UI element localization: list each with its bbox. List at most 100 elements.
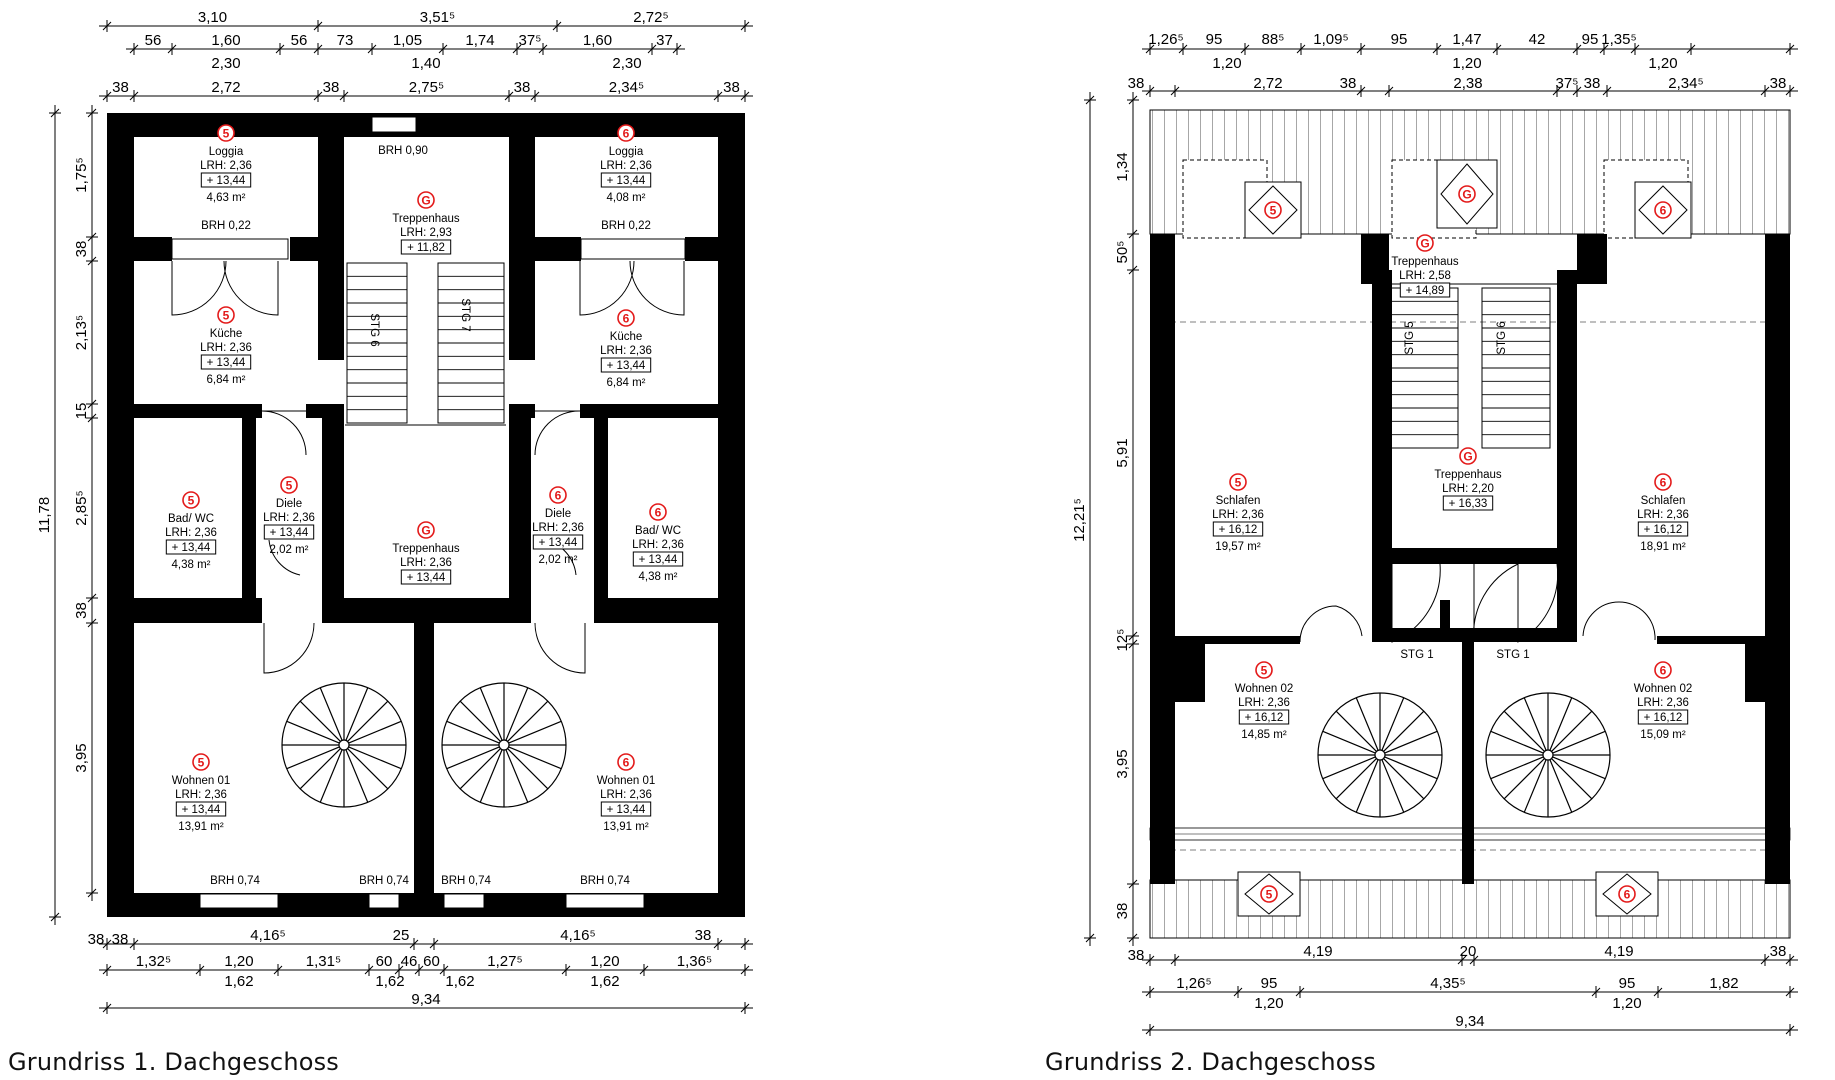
- dim-top3-label: 38: [1770, 75, 1787, 92]
- unit-marker-label: 6: [1624, 888, 1631, 902]
- unit-marker-icon: [1229, 473, 1247, 491]
- room-lrh: LRH: 2,36: [1637, 697, 1689, 709]
- dim-bottom2-label: 1,36⁵: [677, 953, 712, 970]
- room-name: Schlafen: [1216, 495, 1261, 507]
- dim-top3-label: 2,72: [1253, 75, 1282, 92]
- dim-top3-label: 37⁵: [1556, 75, 1579, 92]
- room-name: Treppenhaus: [392, 213, 460, 225]
- dim-top1-label: 1,35⁵: [1601, 31, 1636, 48]
- spiral-stair-tread: [1322, 756, 1376, 780]
- spiral-stair-core: [1374, 749, 1386, 761]
- dim-bottom2-label: 1,20: [224, 953, 253, 970]
- level-box: [600, 357, 652, 373]
- spiral-stair-tread: [507, 748, 549, 790]
- dim-bottom2-label: 46: [401, 953, 418, 970]
- spiral-stair-tread: [1503, 710, 1545, 752]
- dim-top4-label: 38: [112, 79, 129, 96]
- room-level: + 16,33: [1449, 498, 1488, 510]
- dim-top3-label: 38: [1128, 75, 1145, 92]
- room-name: Bad/ WC: [635, 525, 681, 537]
- spiral-stair-tread: [348, 746, 402, 770]
- level-box: [200, 172, 252, 188]
- dim-bottom1-label: 25: [393, 927, 410, 944]
- spiral-stair-tread: [319, 749, 343, 803]
- room-level: + 13,44: [639, 554, 678, 566]
- spiral-stair-core: [1542, 749, 1554, 761]
- right-plan-walls: [1150, 234, 1790, 884]
- room-level: + 16,12: [1245, 712, 1284, 724]
- unit-marker-icon: [617, 124, 635, 142]
- dim-bottom1-label: 38: [112, 931, 129, 948]
- room-name: Treppenhaus: [1434, 469, 1502, 481]
- dim-left-label: 1,34: [1114, 152, 1131, 181]
- dim-top2-label: 37: [656, 32, 673, 49]
- spiral-stair-tread: [479, 687, 503, 741]
- dim-top3-label: 2,38: [1453, 75, 1482, 92]
- dim-bottom1-label: 4,19: [1303, 943, 1332, 960]
- level-box: [165, 539, 217, 555]
- room-level: + 13,44: [172, 542, 211, 554]
- room-name: Loggia: [209, 146, 244, 158]
- spiral-stair-tread: [286, 720, 340, 744]
- unit-marker-label: 6: [655, 506, 662, 520]
- spiral-stair-tread: [299, 700, 341, 742]
- room-name: Wohnen 02: [1634, 683, 1693, 695]
- unit-marker-label: 5: [1235, 476, 1242, 490]
- room-lrh: LRH: 2,36: [632, 539, 684, 551]
- spiral-stair-tread: [1355, 697, 1379, 751]
- room-level: + 11,82: [407, 242, 445, 254]
- spiral-stair-tread: [1490, 730, 1544, 754]
- dim-left-label: 2,13⁵: [73, 315, 90, 350]
- room-name: Küche: [610, 331, 643, 343]
- room-level: + 13,44: [539, 537, 578, 549]
- room-name: Treppenhaus: [1391, 256, 1459, 268]
- brh-note: BRH 0,74: [359, 875, 409, 887]
- level-box: [600, 801, 652, 817]
- dim-top1-label: 42: [1529, 31, 1546, 48]
- dim-bottom2-label: 4,35⁵: [1430, 975, 1465, 992]
- spiral-stair-tread: [1490, 756, 1544, 780]
- unit-marker-icon: [617, 309, 635, 327]
- unit-marker-icon: [1618, 885, 1636, 903]
- unit-marker-icon: [1654, 661, 1672, 679]
- dim-bottom2-label: 95: [1619, 975, 1636, 992]
- unit-marker-icon: [182, 491, 200, 509]
- spiral-stair-tread: [1523, 697, 1547, 751]
- unit-marker-icon: [649, 503, 667, 521]
- spiral-stair-tread: [1383, 710, 1425, 752]
- room-lrh: LRH: 2,58: [1399, 270, 1451, 282]
- spiral-stair-tread: [459, 700, 501, 742]
- dim-top4-label: 2,34⁵: [609, 79, 644, 96]
- dim-overall-label: 12,21⁵: [1071, 498, 1088, 542]
- room-lrh: LRH: 2,36: [175, 789, 227, 801]
- unit-marker-icon: [417, 191, 435, 209]
- room-area: 13,91 m²: [603, 821, 649, 833]
- level-box: [1442, 495, 1494, 511]
- room-name: Loggia: [609, 146, 644, 158]
- room-level: + 13,44: [270, 527, 309, 539]
- dim-bottom1-label: 38: [695, 927, 712, 944]
- dim-top2-label: 1,60: [211, 32, 240, 49]
- stair-label: STG 1: [1400, 649, 1433, 661]
- room-area: 19,57 m²: [1215, 541, 1261, 553]
- dim-top3-label: 2,34⁵: [1668, 75, 1703, 92]
- room-level: + 13,44: [407, 572, 446, 584]
- level-box: [1212, 521, 1264, 537]
- unit-marker-label: G: [421, 524, 430, 538]
- dim-left-label: 5,91: [1114, 438, 1131, 467]
- stair-label: STG 6: [1496, 321, 1508, 354]
- spiral-stair-tread: [1335, 710, 1377, 752]
- unit-marker-label: 5: [286, 479, 293, 493]
- level-box: [632, 551, 684, 567]
- room-lrh: LRH: 2,36: [1637, 509, 1689, 521]
- spiral-stair-tread: [1384, 756, 1438, 780]
- caption-left: Grundriss 1. Dachgeschoss: [8, 1048, 340, 1076]
- unit-marker-label: G: [1463, 450, 1472, 464]
- dim-bottom2-label: 1,20: [590, 953, 619, 970]
- room-name: Treppenhaus: [392, 543, 460, 555]
- room-lrh: LRH: 2,36: [165, 527, 217, 539]
- room-lrh: LRH: 2,36: [1238, 697, 1290, 709]
- room-level: + 13,44: [207, 357, 246, 369]
